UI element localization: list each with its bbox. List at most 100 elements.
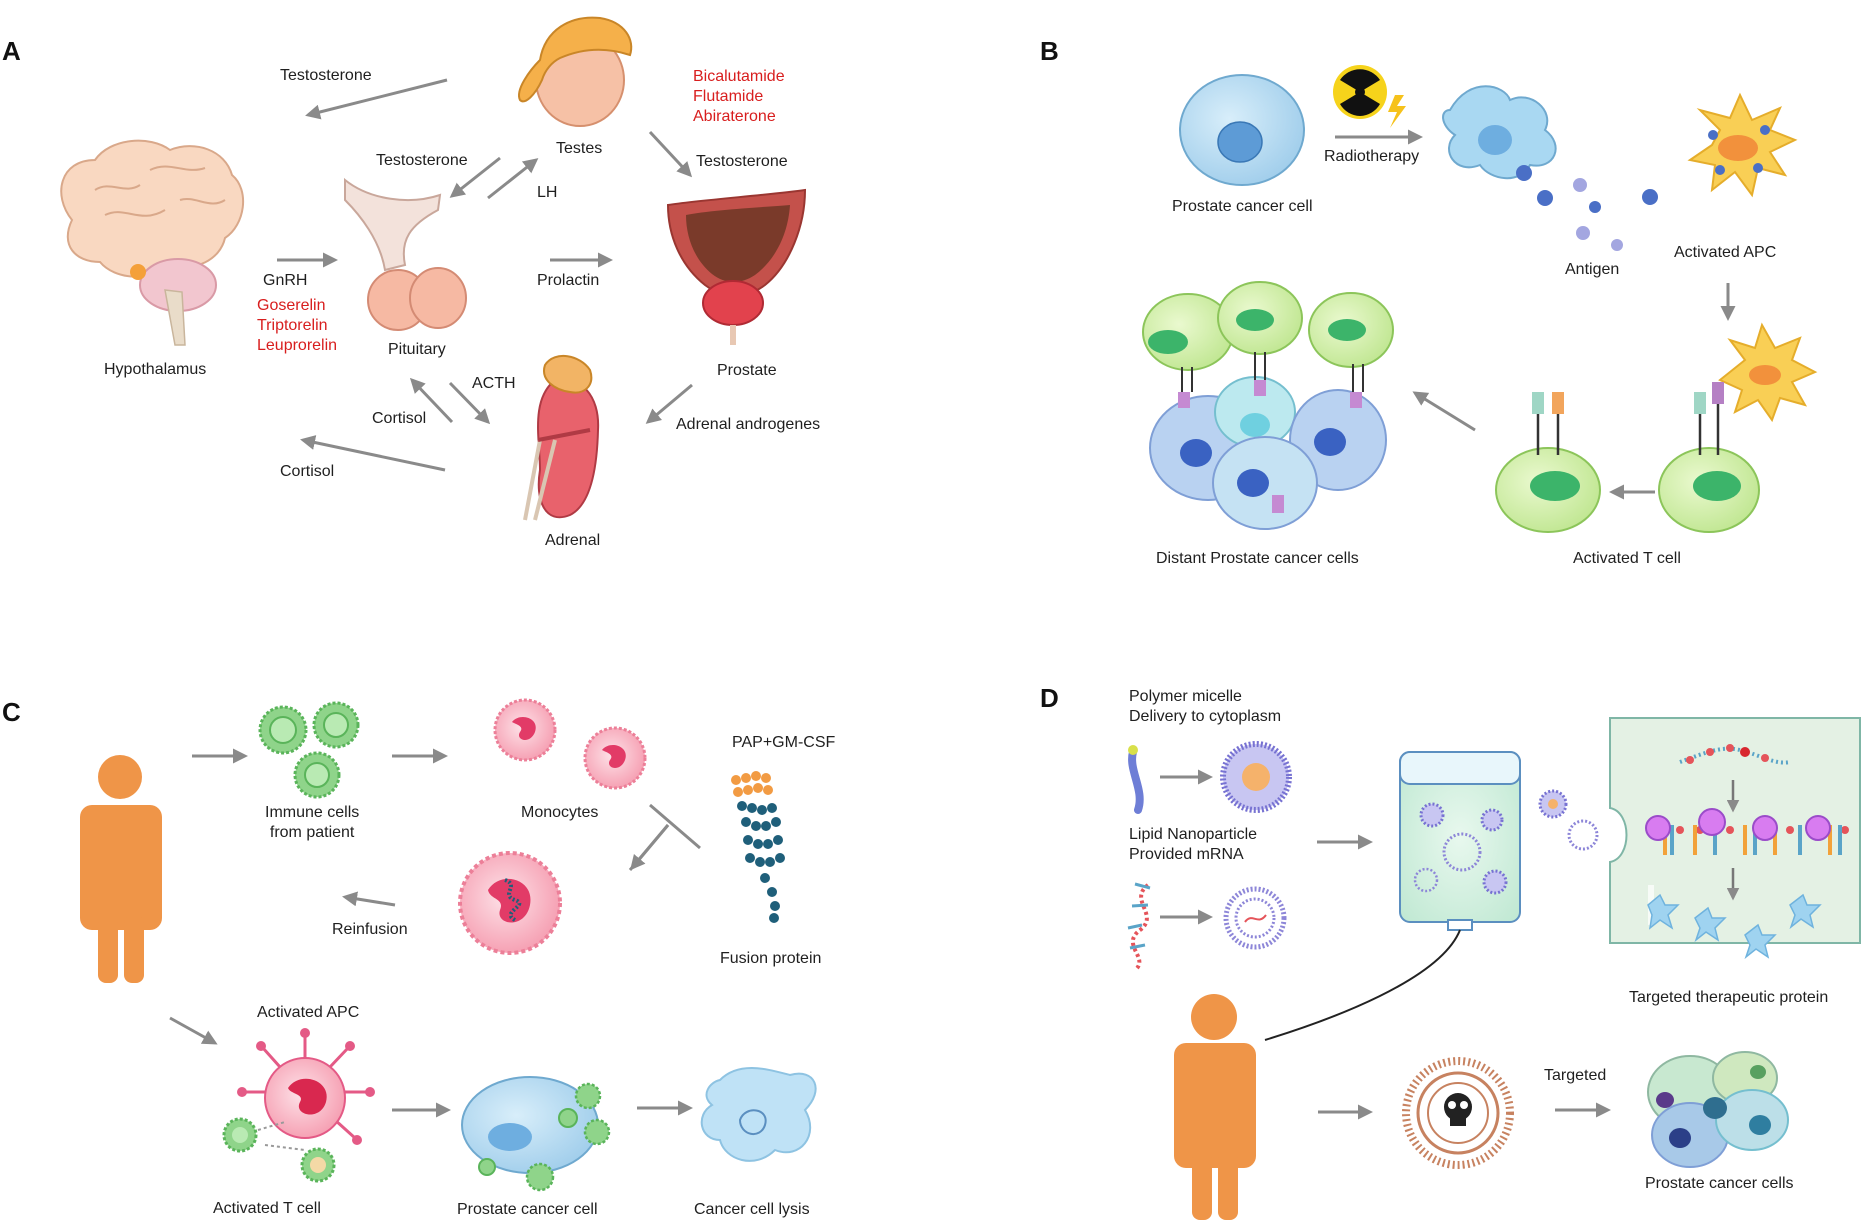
toxic-nanoparticle-icon [1402,1057,1514,1169]
prostate-cancer-cell-icon [1179,74,1305,186]
label-immune-cells-line2: from patient [269,824,355,841]
panel-c-illustration [80,698,817,1192]
membrane-proteins [1645,808,1849,855]
label-polymer-micelle: Polymer micelle Delivery to cytoplasm [1129,687,1281,727]
label-cancer-cell-lysis: Cancer cell lysis [694,1201,810,1218]
activated-apc-c-icon [222,1028,375,1183]
arrow-cortisol-left [300,435,446,472]
label-pituitary: Pituitary [388,341,446,358]
iv-tube [1264,929,1461,1041]
distant-cancer-cells-icon [1142,281,1394,530]
drug-triptorelin: Triptorelin [257,317,328,334]
patient-person-icon-d [1174,994,1256,1220]
arrow-adrenal-androgenes [645,383,693,424]
label-polymer-micelle-line2: Delivery to cytoplasm [1129,708,1282,725]
panel-d-illustration [1127,717,1861,1220]
label-immune-cells-line1: Immune cells [265,804,360,821]
panel-letter-d: D [1040,683,1059,713]
prostate-cancer-cells-d-icon [1647,1051,1789,1168]
label-activated-apc-c: Activated APC [257,1004,360,1021]
patient-person-icon-c [80,755,162,983]
label-cortisol-pituitary: Cortisol [372,410,427,427]
cancer-cell-lysis-icon [700,1067,817,1162]
label-fusion-protein: Fusion protein [720,950,822,967]
pituitary-icon [344,177,467,331]
arrow-testosterone-to-pituitary [449,156,501,198]
radiation-icon [1333,65,1406,128]
panel-letter-b: B [1040,36,1059,66]
label-distant-cells: Distant Prostate cancer cells [1156,550,1359,567]
label-cortisol-left: Cortisol [280,463,335,480]
polymer-icon [1128,745,1144,814]
drug-leuprorelin: Leuprorelin [257,337,338,354]
arrow-to-distant-cells [1412,391,1476,432]
fusion-protein-icon [731,771,785,923]
monocytes-icon [493,698,647,790]
mrna-strand-icon [1127,882,1151,972]
drug-abiraterone: Abiraterone [693,108,776,125]
label-monocytes: Monocytes [521,804,599,821]
label-hypothalamus: Hypothalamus [104,361,207,378]
loaded-monocyte-icon [458,851,562,955]
arrow-cortisol-to-pituitary [409,377,454,424]
label-antiandrogen-drugs: Bicalutamide Flutamide Abiraterone [693,67,785,127]
label-reinfusion: Reinfusion [332,921,408,938]
lipid-nanoparticle-icon [1223,886,1287,950]
target-cell-box-icon [1609,717,1861,960]
label-pap-gmcsf: PAP+GM-CSF [732,734,836,751]
activated-apc-icon [1687,92,1798,198]
panel-letter-a: A [2,36,21,66]
merge-arrow-lines [628,803,701,871]
label-adrenal: Adrenal [545,532,601,549]
label-radiotherapy: Radiotherapy [1324,148,1420,165]
label-lipid-nanoparticle-line1: Lipid Nanoparticle [1129,826,1258,843]
label-gnrh-drugs: Goserelin Triptorelin Leuprorelin [257,296,337,356]
label-activated-t-cell-b: Activated T cell [1573,550,1681,567]
arrow-reinfusion [342,891,396,907]
panel-letter-c: C [2,697,21,727]
label-acth: ACTH [472,375,516,392]
immune-cells-icon [258,701,360,799]
arrow-acth [448,381,491,425]
label-activated-t-cell-c: Activated T cell [213,1200,321,1217]
arrow-testosterone-to-prostate [648,130,693,178]
label-prostate: Prostate [717,362,777,379]
polymer-micelle-icon [1220,741,1292,813]
brain-icon [60,139,245,346]
drug-bicalutamide: Bicalutamide [693,68,785,85]
antigen-dots [1516,165,1658,251]
damaged-cancer-cell-icon [1442,85,1557,180]
label-testes: Testes [556,140,603,157]
arrow-to-apc [169,1016,218,1045]
label-immune-cells: Immune cells from patient [265,803,359,843]
prostate-icon [666,188,807,345]
label-lipid-nanoparticle-line2: Provided mRNA [1129,846,1244,863]
drug-flutamide: Flutamide [693,88,764,105]
testes-icon [518,16,633,127]
label-polymer-micelle-line1: Polymer micelle [1129,688,1242,705]
label-gnrh: GnRH [263,272,308,289]
label-adrenal-androgenes: Adrenal androgenes [676,416,821,433]
label-testosterone-pituitary: Testosterone [376,152,468,169]
label-prostate-cancer-cells-d: Prostate cancer cells [1645,1175,1794,1192]
label-prostate-cancer-cell-c: Prostate cancer cell [457,1201,598,1218]
arrow-to-loaded-monocyte [630,824,670,871]
label-prolactin: Prolactin [537,272,600,289]
label-activated-apc-b: Activated APC [1674,244,1777,261]
label-testosterone-left: Testosterone [280,67,372,84]
activated-t-cell-icon [1495,392,1601,533]
label-prostate-cancer-cell-b: Prostate cancer cell [1172,198,1313,215]
label-antigen: Antigen [1565,261,1620,278]
label-targeted: Targeted [1544,1067,1607,1084]
label-lh: LH [537,184,558,201]
arrow-testosterone-left [305,78,448,120]
label-targeted-therapeutic-protein: Targeted therapeutic protein [1629,989,1829,1006]
apc-tcell-contact-icon [1658,322,1818,533]
prostate-cancer-cell-c-icon [461,1076,611,1192]
iv-bag-icon [1399,751,1521,931]
label-testosterone-prostate: Testosterone [696,153,788,170]
label-lipid-nanoparticle: Lipid Nanoparticle Provided mRNA [1129,825,1257,865]
panel-b-illustration [1142,65,1818,533]
panel-a-arrows [277,78,693,472]
